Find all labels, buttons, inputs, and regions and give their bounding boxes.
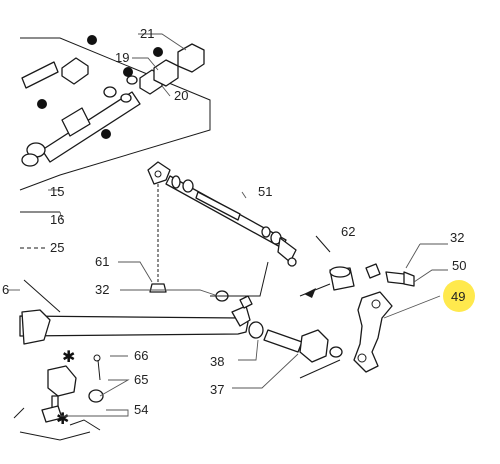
direction-arrow-icon	[304, 288, 316, 298]
callout-16: 16	[50, 212, 64, 227]
asterisk-icon: ✱	[56, 411, 69, 428]
callout-61: 61	[95, 254, 109, 269]
lower-left-parts: ✱ ✱	[13, 349, 104, 441]
upper-left-assembly	[19, 33, 211, 249]
callout-66: 66	[134, 348, 148, 363]
leader-lines	[8, 189, 299, 417]
callout-32-top: 32	[450, 230, 464, 245]
callout-20: 20	[174, 88, 188, 103]
callout-25: 25	[50, 240, 64, 255]
callout-15: 15	[50, 184, 64, 199]
callout-50: 50	[452, 258, 466, 273]
highlight-marker	[443, 280, 475, 312]
callout-49: 49	[451, 289, 465, 304]
callout-21: 21	[140, 26, 154, 41]
callout-38: 38	[210, 354, 224, 369]
callout-labels: 21 19 20 15 16 25 51 62 32 50 49 61 32 6…	[2, 26, 466, 417]
tie-rod-assembly	[147, 161, 297, 293]
callout-62: 62	[341, 224, 355, 239]
callout-6: 6	[2, 282, 9, 297]
pitman-arm-assembly	[299, 243, 448, 379]
callout-19: 19	[115, 50, 129, 65]
callout-32-left: 32	[95, 282, 109, 297]
callout-51: 51	[258, 184, 272, 199]
bushing-62	[299, 235, 355, 298]
callout-65: 65	[134, 372, 148, 387]
asterisk-icon: ✱	[62, 349, 75, 366]
drag-link-assembly	[19, 261, 343, 431]
callout-37: 37	[210, 382, 224, 397]
callout-54: 54	[134, 402, 148, 417]
